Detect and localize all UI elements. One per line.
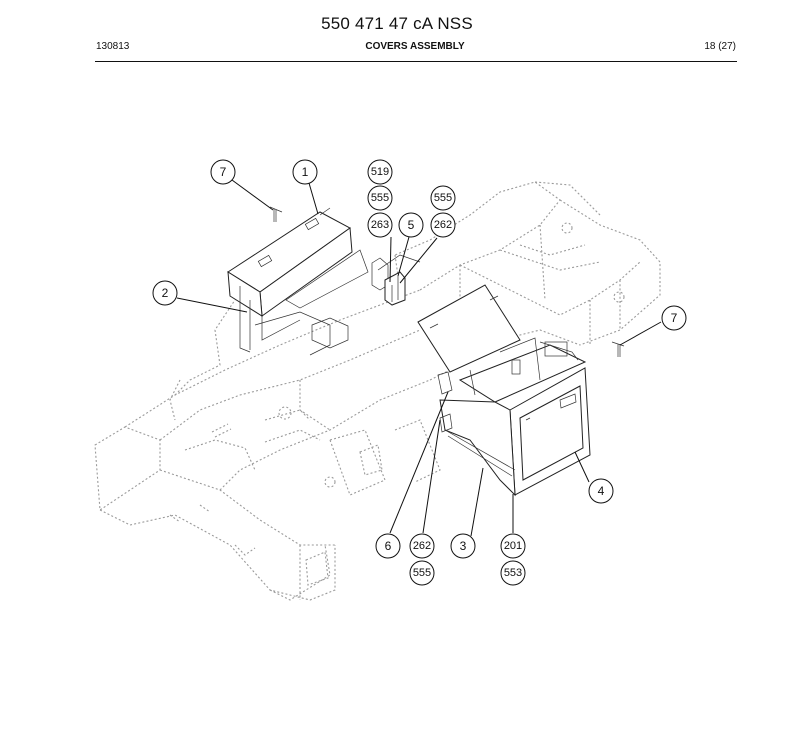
right-cover-assembly <box>417 284 591 497</box>
callout-555-b: 555 <box>430 185 456 211</box>
callout-3: 3 <box>450 533 476 559</box>
callout-7-right: 7 <box>661 305 687 331</box>
svg-text:1: 1 <box>302 165 309 179</box>
callout-201: 201 <box>500 533 526 559</box>
left-cover-box <box>227 207 421 356</box>
callout-1: 1 <box>292 159 318 185</box>
callout-263: 263 <box>367 212 393 238</box>
callout-5: 5 <box>398 212 424 238</box>
leader-lines <box>176 179 662 537</box>
svg-text:555: 555 <box>434 192 452 204</box>
callout-555-a: 555 <box>367 185 393 211</box>
callout-553: 553 <box>500 560 526 586</box>
svg-text:6: 6 <box>385 539 392 553</box>
header-rule <box>95 61 737 62</box>
svg-text:7: 7 <box>671 311 678 325</box>
svg-text:7: 7 <box>220 165 227 179</box>
callout-2: 2 <box>152 280 178 306</box>
svg-text:553: 553 <box>504 567 522 579</box>
svg-text:4: 4 <box>598 484 605 498</box>
svg-text:3: 3 <box>460 539 467 553</box>
callout-262-b: 262 <box>409 533 435 559</box>
bolt-part-7-left <box>269 206 283 222</box>
svg-text:555: 555 <box>371 192 389 204</box>
document-date: 130813 <box>96 41 130 52</box>
document-title: 550 471 47 cA NSS <box>321 14 473 33</box>
svg-text:262: 262 <box>434 219 452 231</box>
svg-text:2: 2 <box>162 286 169 300</box>
svg-text:263: 263 <box>371 219 389 231</box>
callout-4: 4 <box>588 478 614 504</box>
callout-7-left: 7 <box>210 159 236 185</box>
bolt-part-7-right <box>611 341 625 357</box>
section-title: COVERS ASSEMBLY <box>365 41 465 52</box>
callout-519: 519 <box>367 159 393 185</box>
callout-555-c: 555 <box>409 560 435 586</box>
callout-262-a: 262 <box>430 212 456 238</box>
svg-text:5: 5 <box>408 218 415 232</box>
callout-6: 6 <box>375 533 401 559</box>
svg-text:201: 201 <box>504 540 522 552</box>
svg-text:555: 555 <box>413 567 431 579</box>
svg-text:262: 262 <box>413 540 431 552</box>
page-number: 18 (27) <box>704 41 736 52</box>
svg-text:519: 519 <box>371 166 389 178</box>
